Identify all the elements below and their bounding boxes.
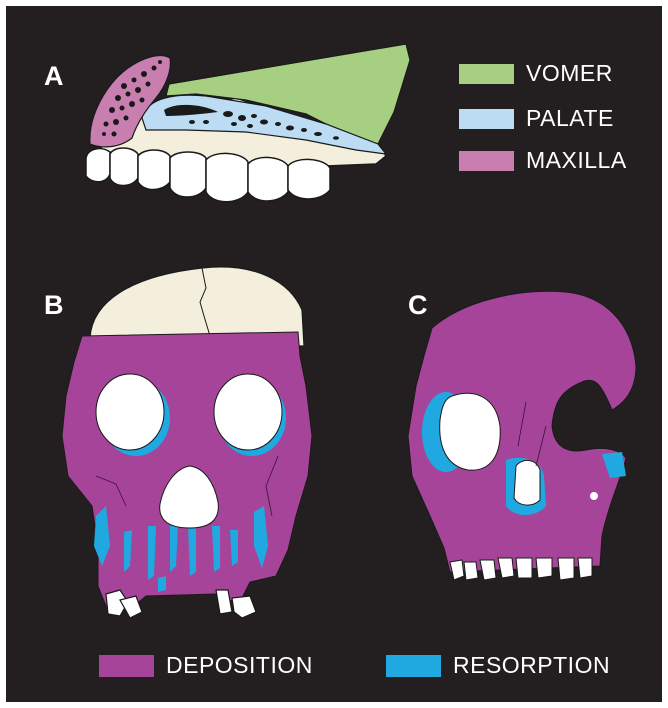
legend-swatch-palate [459, 109, 514, 129]
legend-label-vomer: VOMER [526, 60, 613, 87]
figure-background: A B C VOMER PALATE MAXILLA DEPOSITION RE… [6, 6, 662, 702]
legend-label-deposition: DEPOSITION [166, 652, 313, 679]
legend-swatch-vomer [459, 64, 514, 84]
panel-b-drawing [62, 267, 312, 618]
skull-b-left-orbit [96, 374, 164, 450]
panel-label-a: A [44, 61, 64, 92]
legend-label-maxilla: MAXILLA [526, 147, 627, 174]
panel-c-drawing [408, 291, 636, 580]
legend-label-resorption: RESORPTION [453, 652, 610, 679]
panel-a-drawing [86, 44, 410, 202]
legend-label-palate: PALATE [526, 105, 614, 132]
panel-label-b: B [44, 290, 64, 321]
legend-swatch-resorption [386, 655, 441, 677]
skull-c-foramen [590, 492, 598, 500]
legend-swatch-deposition [99, 655, 154, 677]
skull-b-right-orbit [214, 374, 282, 450]
panel-label-c: C [408, 290, 428, 321]
skull-c-nasal [514, 460, 540, 505]
legend-swatch-maxilla [459, 151, 514, 171]
skull-c-left-orbit [440, 393, 501, 470]
